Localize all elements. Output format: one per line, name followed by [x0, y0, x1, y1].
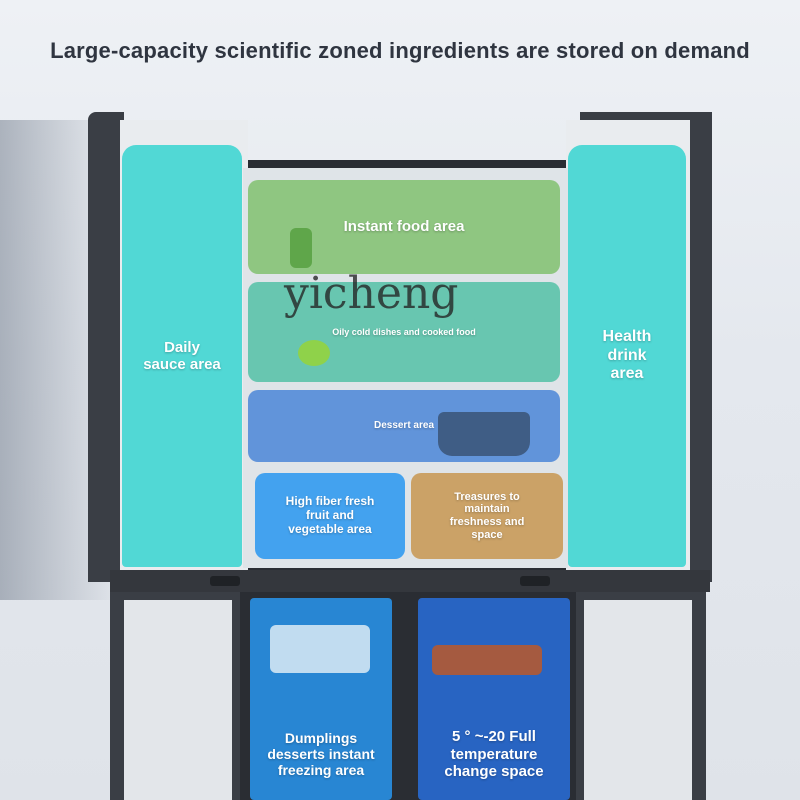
fruit-item — [298, 340, 330, 366]
watermark-text: yicheng — [284, 268, 459, 319]
zone-fiber-label: High fiber fresh fruit and vegetable are… — [285, 494, 375, 536]
meat-item — [432, 645, 542, 675]
zone-treasure-label: Treasures to maintain freshness and spac… — [449, 490, 525, 541]
zone-daily-sauce: Daily sauce area — [122, 145, 242, 567]
page-heading: Large-capacity scientific zoned ingredie… — [50, 38, 750, 63]
zone-daily-sauce-label: Daily sauce area — [143, 338, 221, 373]
dumpling-box — [270, 625, 370, 673]
pot-item — [438, 412, 530, 456]
hinge — [210, 576, 240, 586]
zone-oily-cold-dishes: Oily cold dishes and cooked food — [248, 282, 560, 382]
zone-fresh-fruit-vegetable: High fiber fresh fruit and vegetable are… — [255, 473, 405, 559]
zone-health-drink: Health drink area — [568, 145, 686, 567]
zone-dumpling-label: Dumplings desserts instant freezing area — [267, 729, 375, 778]
zone-health-drink-label: Health drink area — [602, 328, 652, 383]
left-door-edge — [88, 112, 124, 582]
zone-temperature-change: 5 ° ~-20 Full temperature change space — [418, 598, 570, 800]
zone-instant-food-label: Instant food area — [343, 218, 465, 236]
zone-dessert-label: Dessert area — [373, 420, 435, 432]
hinge — [520, 576, 550, 586]
vegetable-item — [290, 228, 312, 268]
fridge-divider — [110, 570, 710, 592]
lower-left-liner — [124, 600, 232, 800]
zone-freshness-treasure: Treasures to maintain freshness and spac… — [411, 473, 563, 559]
lower-right-liner — [584, 600, 692, 800]
zone-oily-label: Oily cold dishes and cooked food — [332, 326, 476, 337]
zone-temp-label: 5 ° ~-20 Full temperature change space — [444, 728, 544, 780]
